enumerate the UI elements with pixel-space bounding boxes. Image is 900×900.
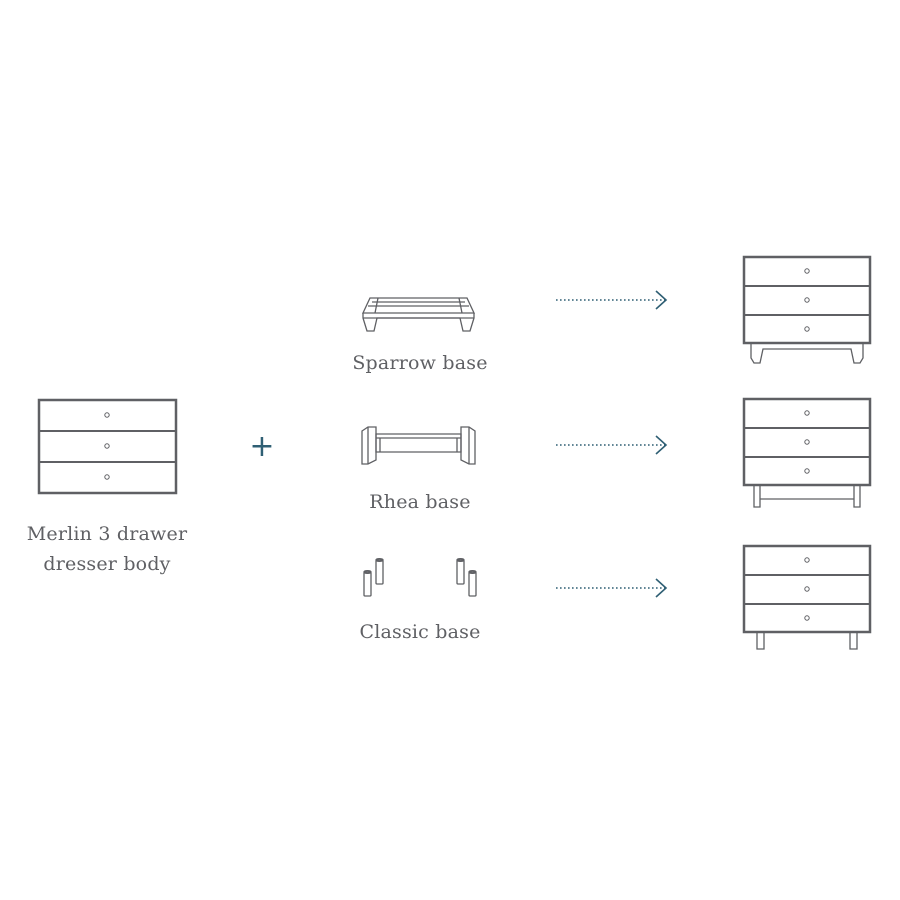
classic-base-label: Classic base: [359, 621, 481, 643]
classic-base-illustration: [363, 558, 477, 597]
dresser-body-label-line2: dresser body: [43, 553, 171, 575]
dresser-rhea-result-illustration: [742, 397, 872, 508]
dresser-body-illustration: [37, 398, 178, 495]
rhea-base-label: Rhea base: [369, 491, 471, 513]
plus-operator: +: [249, 429, 275, 464]
dresser-body-label-line1: Merlin 3 drawer: [26, 523, 188, 545]
arrow-rhea: [556, 435, 668, 455]
rhea-base-illustration: [361, 426, 476, 465]
sparrow-base-label: Sparrow base: [352, 352, 488, 374]
dresser-classic-result-illustration: [742, 544, 872, 650]
sparrow-base-illustration: [361, 297, 476, 332]
arrow-classic: [556, 578, 668, 598]
arrow-sparrow: [556, 290, 668, 310]
dresser-sparrow-result-illustration: [742, 255, 872, 364]
